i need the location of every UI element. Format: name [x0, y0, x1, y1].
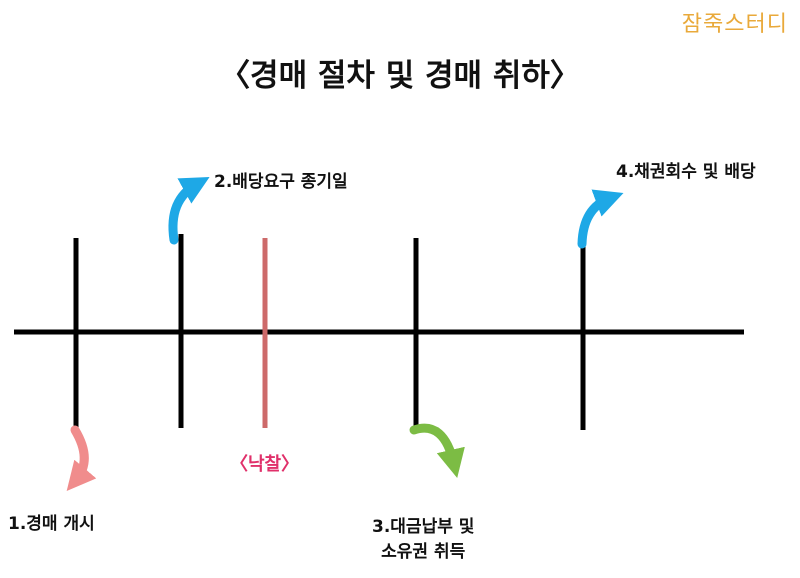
step-2-label: 2.배당요구 종기일: [214, 172, 348, 192]
arrow-step-1-icon: [66, 425, 97, 491]
arrow-step-2-icon: [168, 177, 210, 245]
sold-label: 〈낙찰〉: [230, 454, 300, 475]
step-1-label: 1.경매 개시: [8, 514, 95, 534]
step-3-label: 3.대금납부 및 소유권 취득: [372, 515, 474, 564]
arrow-step-3-icon: [409, 423, 465, 479]
step-4-label: 4.채권회수 및 배당: [616, 162, 756, 182]
step-3-label-line-1: 3.대금납부 및: [372, 517, 475, 537]
step-3-label-line-2: 소유권 취득: [381, 541, 466, 562]
diagram-title: 〈경매 절차 및 경매 취하〉: [219, 58, 581, 94]
arrow-step-4-icon: [577, 189, 624, 249]
watermark: 잠죽스터디: [681, 12, 788, 37]
